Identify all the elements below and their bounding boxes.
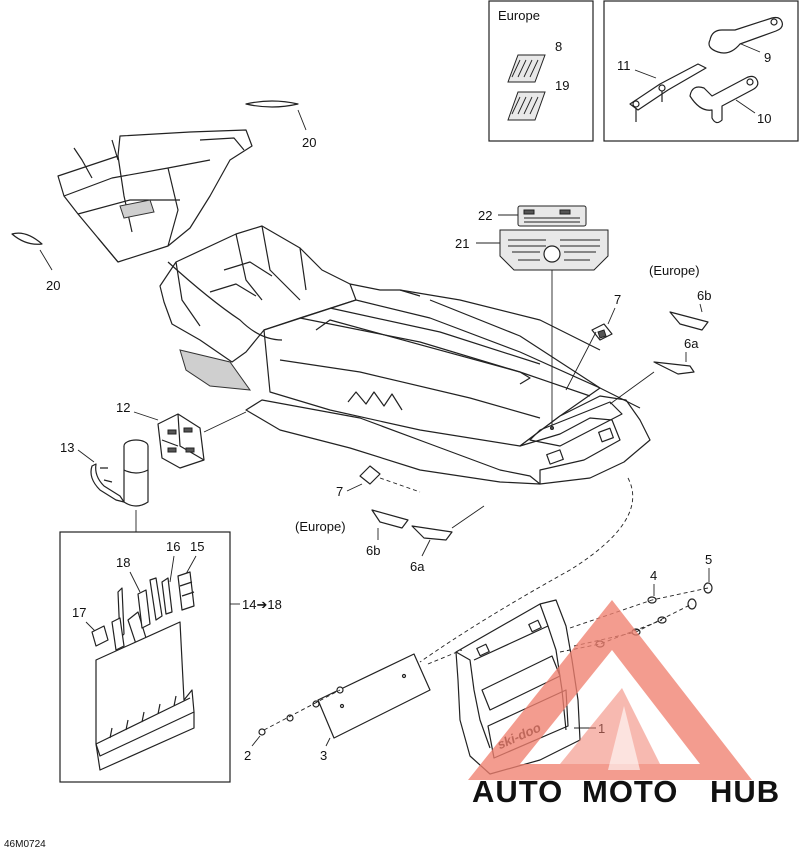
decal-21 [499, 229, 609, 271]
wrench-9 [708, 16, 783, 54]
pad-20-left [11, 232, 43, 245]
callout-2: 2 [244, 748, 251, 763]
decal-22 [517, 205, 587, 227]
callout-21: 21 [455, 236, 469, 251]
rivets-2 [258, 686, 344, 736]
callout-19: 19 [555, 78, 569, 93]
callout-6b-bottom: 6b [366, 543, 380, 558]
callout-13: 13 [60, 440, 74, 455]
cylinder-case [123, 439, 149, 507]
callout-17: 17 [72, 605, 86, 620]
callout-22: 22 [478, 208, 492, 223]
decal-19 [507, 91, 546, 121]
pad-20-top [245, 100, 299, 108]
callout-5: 5 [705, 552, 712, 567]
storage-box-12 [157, 413, 205, 469]
europe-box-title: Europe [498, 8, 540, 23]
europe-decal-box: Europe 8 19 [488, 0, 594, 142]
callout-8: 8 [555, 39, 562, 54]
callout-11: 11 [617, 58, 631, 73]
reflector-6b-top [669, 311, 709, 331]
watermark-logo [468, 600, 752, 780]
rivet-7-top [591, 323, 613, 341]
tool-kit-range: 14➔18 [242, 597, 282, 612]
callout-10: 10 [757, 111, 771, 126]
bracket-11 [629, 63, 707, 122]
watermark-word-moto: MOTO [582, 774, 678, 809]
callout-18: 18 [116, 555, 130, 570]
callout-16: 16 [166, 539, 180, 554]
callout-15: 15 [190, 539, 204, 554]
callout-7-top: 7 [614, 292, 621, 307]
rivet-7-bottom [359, 465, 381, 485]
watermark-text: AUTO MOTO HUB [472, 774, 780, 809]
callout-20-left: 20 [46, 278, 60, 293]
reflector-6a-bottom [411, 525, 453, 541]
callout-6a-bottom: 6a [410, 559, 425, 574]
callout-4: 4 [650, 568, 657, 583]
callout-12: 12 [116, 400, 130, 415]
callout-6b-top: 6b [697, 288, 711, 303]
tool-box: 9 10 11 [603, 0, 799, 142]
callout-20-top: 20 [302, 135, 316, 150]
nuts-5 [687, 582, 713, 610]
watermark-word-hub: HUB [710, 774, 780, 809]
reflector-6a-top [653, 361, 695, 375]
tool-kit-box: 18 16 15 17 [59, 531, 231, 783]
label-europe-top: (Europe) [649, 263, 700, 278]
label-europe-bottom: (Europe) [295, 519, 346, 534]
callout-3: 3 [320, 748, 327, 763]
diagram-code: 46M0724 [4, 839, 46, 850]
decal-8 [507, 54, 546, 83]
spanner-10 [689, 75, 759, 124]
strap-13 [90, 463, 125, 503]
chassis-frame [159, 225, 651, 485]
callout-7-bottom: 7 [336, 484, 343, 499]
reflector-6b-bottom [371, 509, 409, 529]
belly-pan [57, 129, 253, 263]
plate-3 [317, 653, 431, 739]
callout-9: 9 [764, 50, 771, 65]
watermark-word-auto: AUTO [472, 774, 563, 809]
callout-6a-top: 6a [684, 336, 699, 351]
